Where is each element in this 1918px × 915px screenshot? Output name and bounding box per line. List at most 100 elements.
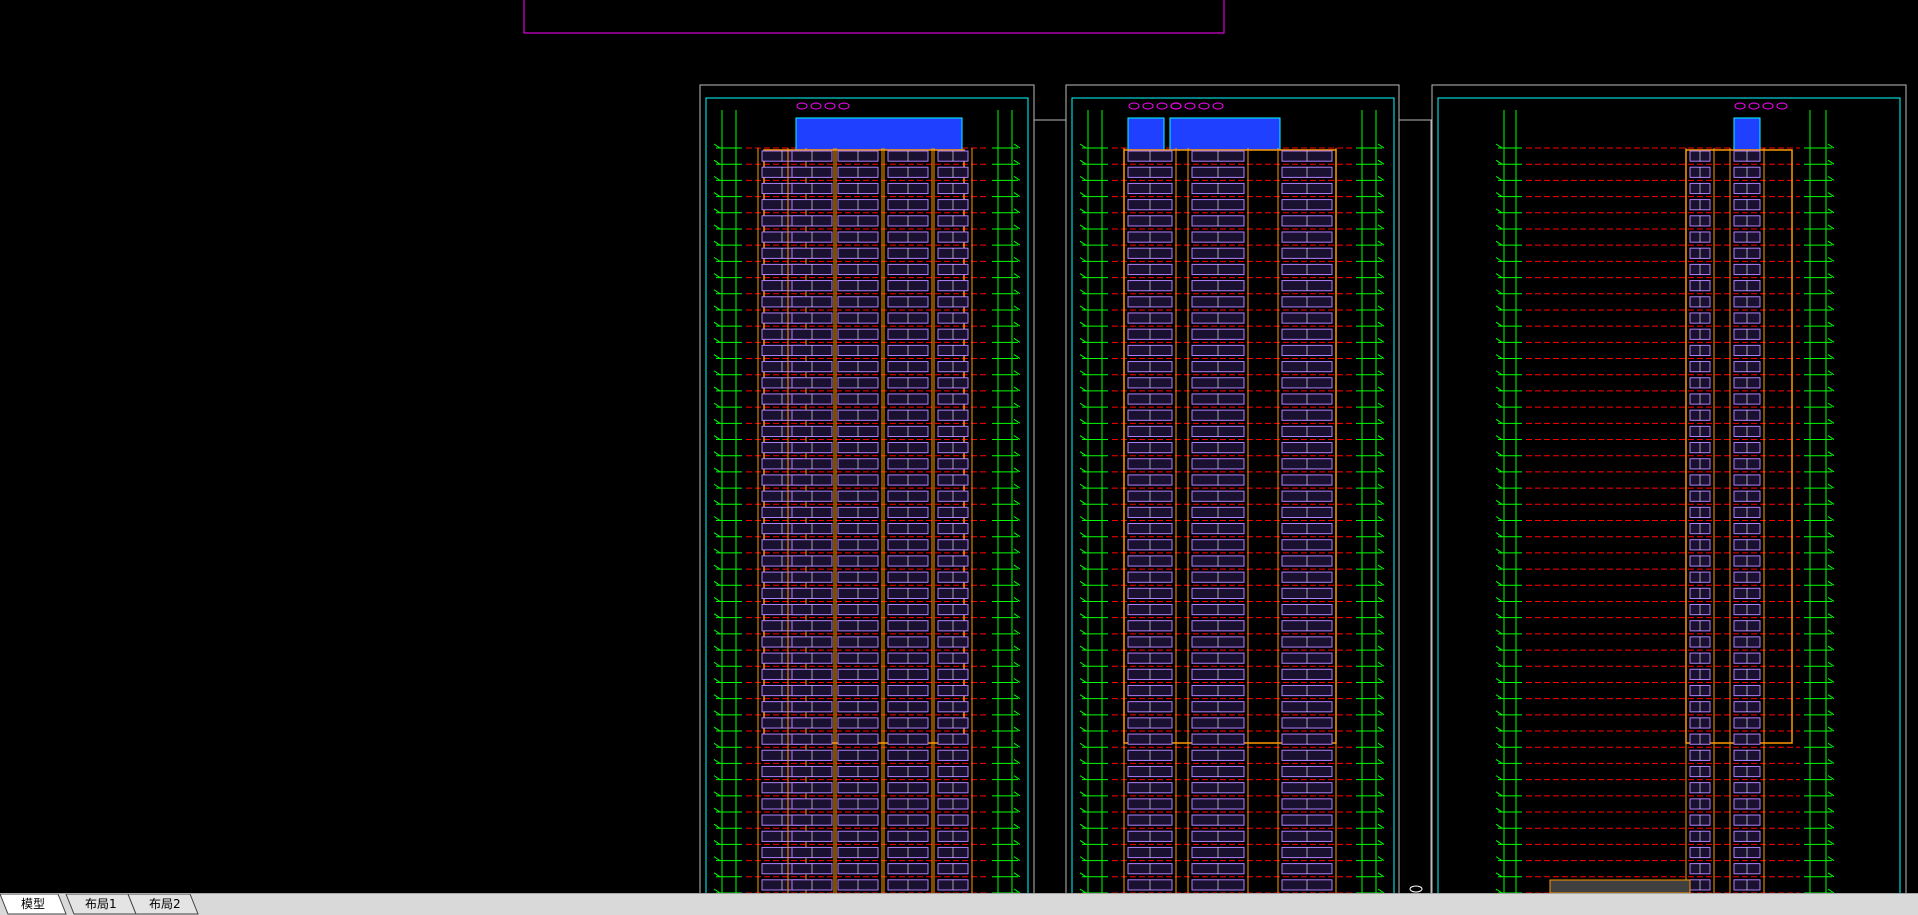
level-marker <box>713 354 721 359</box>
level-marker <box>1827 224 1835 230</box>
level-marker <box>713 532 721 538</box>
level-marker <box>1013 872 1021 878</box>
level-marker <box>1377 759 1385 764</box>
level-marker <box>1013 467 1021 473</box>
level-marker <box>1827 580 1835 586</box>
level-marker <box>713 694 721 700</box>
level-marker <box>1013 159 1021 165</box>
level-marker <box>713 305 721 311</box>
level-marker <box>1079 678 1087 683</box>
level-marker <box>1079 823 1087 829</box>
level-marker <box>1495 613 1503 619</box>
level-marker <box>1495 321 1503 327</box>
level-marker <box>1013 856 1021 862</box>
level-marker <box>1013 143 1021 149</box>
level-marker <box>1013 224 1021 230</box>
level-marker <box>1013 775 1021 781</box>
level-marker <box>1377 613 1385 619</box>
level-marker <box>713 435 721 440</box>
level-marker <box>1495 159 1503 165</box>
sheet-gap-frame <box>1398 119 1432 893</box>
level-marker <box>713 208 721 214</box>
drawing-canvas[interactable] <box>0 0 1918 893</box>
level-marker <box>1377 418 1385 424</box>
level-marker <box>1377 872 1385 878</box>
level-marker <box>1013 678 1021 683</box>
grid-bubble <box>1762 102 1774 110</box>
level-marker <box>1013 823 1021 829</box>
grid-bubble <box>1142 102 1154 110</box>
level-marker <box>1079 888 1087 893</box>
level-marker <box>1377 386 1385 392</box>
level-marker <box>1079 386 1087 392</box>
level-marker <box>1495 597 1503 602</box>
level-marker <box>1013 354 1021 359</box>
level-marker <box>1495 305 1503 311</box>
tab-model[interactable]: 模型 <box>21 897 46 911</box>
level-marker <box>1079 240 1087 246</box>
level-marker <box>1013 273 1021 278</box>
level-marker <box>1495 451 1503 457</box>
level-marker <box>1377 337 1385 343</box>
roof-glazing <box>1169 117 1281 151</box>
level-marker <box>713 823 721 829</box>
level-marker <box>1827 143 1835 149</box>
level-marker <box>1013 629 1021 635</box>
level-marker <box>1079 483 1087 489</box>
level-marker <box>713 483 721 489</box>
level-marker <box>1079 694 1087 700</box>
level-marker <box>713 710 721 716</box>
level-marker <box>1495 564 1503 570</box>
level-marker <box>1079 256 1087 262</box>
level-marker <box>713 516 721 521</box>
level-marker <box>1013 240 1021 246</box>
level-marker <box>713 597 721 602</box>
level-marker <box>1377 678 1385 683</box>
level-marker <box>1079 370 1087 376</box>
level-marker <box>1013 710 1021 716</box>
level-marker <box>1013 807 1021 813</box>
tab-layout2[interactable]: 布局2 <box>149 897 181 911</box>
level-marker <box>1495 856 1503 862</box>
level-marker <box>1495 775 1503 781</box>
level-marker <box>1079 321 1087 327</box>
level-marker <box>1827 678 1835 683</box>
level-marker <box>713 839 721 845</box>
level-marker <box>1079 418 1087 424</box>
level-marker <box>1495 888 1503 893</box>
level-marker <box>1495 483 1503 489</box>
level-marker <box>713 645 721 651</box>
level-marker <box>1827 159 1835 165</box>
level-marker <box>1495 532 1503 538</box>
level-marker <box>1827 386 1835 392</box>
level-marker <box>1495 435 1503 440</box>
level-marker <box>1013 386 1021 392</box>
level-marker <box>1827 354 1835 359</box>
level-marker <box>1079 564 1087 570</box>
sheet-gap-frame <box>1033 119 1067 893</box>
level-marker <box>1827 467 1835 473</box>
level-marker <box>1377 548 1385 554</box>
level-marker <box>1013 402 1021 408</box>
tab-layout1[interactable]: 布局1 <box>85 897 117 911</box>
roof-glazing <box>1733 117 1761 151</box>
level-marker <box>1079 467 1087 473</box>
level-marker <box>1827 273 1835 278</box>
level-marker <box>1495 386 1503 392</box>
level-marker <box>1827 256 1835 262</box>
grid-bubble <box>1128 102 1140 110</box>
level-marker <box>1495 402 1503 408</box>
magenta-viewport-outline <box>523 0 1225 34</box>
level-marker <box>1495 208 1503 214</box>
level-marker <box>1827 597 1835 602</box>
level-marker <box>1495 548 1503 554</box>
grid-bubble <box>838 102 850 110</box>
level-marker <box>713 791 721 797</box>
level-marker <box>1377 451 1385 457</box>
level-marker <box>713 370 721 376</box>
level-marker <box>1495 337 1503 343</box>
level-marker <box>1495 418 1503 424</box>
level-marker <box>1495 839 1503 845</box>
level-marker <box>1013 516 1021 521</box>
level-marker <box>1079 499 1087 505</box>
